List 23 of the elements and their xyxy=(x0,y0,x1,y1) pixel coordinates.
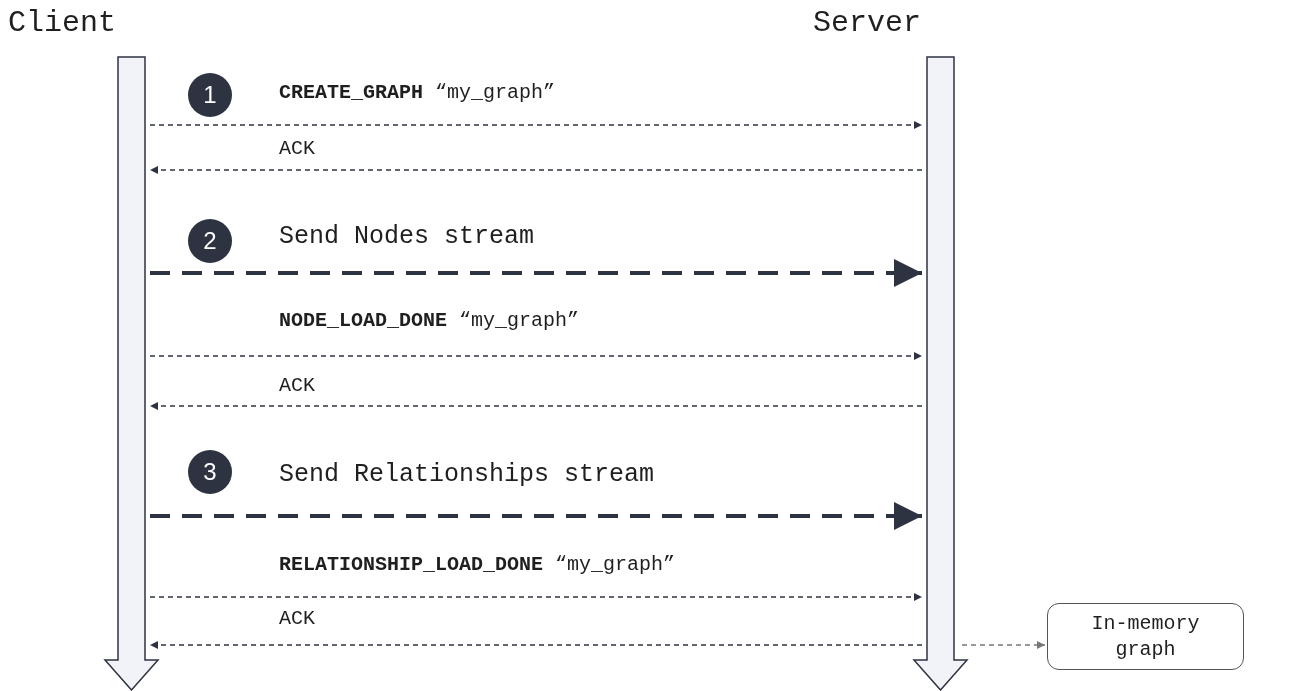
arrow xyxy=(150,502,922,530)
step-number-badge: 3 xyxy=(188,450,232,494)
arrow xyxy=(149,166,923,174)
arrow xyxy=(149,641,923,649)
edge-label: Send Relationships stream xyxy=(279,460,655,490)
edge-label: RELATIONSHIP_LOAD_DONE “my_graph” xyxy=(279,552,676,578)
edge-label: NODE_LOAD_DONE “my_graph” xyxy=(279,308,580,334)
arrow xyxy=(149,352,923,360)
edge-label: ACK xyxy=(279,136,315,162)
arrow xyxy=(149,402,923,410)
arrow xyxy=(961,641,1046,649)
lifeline-title: Server xyxy=(813,5,922,42)
lifeline-title: Client xyxy=(8,5,117,42)
arrow xyxy=(150,259,922,287)
edge-label: ACK xyxy=(279,373,315,399)
edge-label: ACK xyxy=(279,606,315,632)
arrow xyxy=(149,121,923,129)
edge-label: Send Nodes stream xyxy=(279,222,535,252)
step-number-badge: 1 xyxy=(188,73,232,117)
process-box: In-memory graph xyxy=(1047,603,1244,670)
step-number-badge: 2 xyxy=(188,219,232,263)
edge-label: CREATE_GRAPH “my_graph” xyxy=(279,80,556,106)
arrow xyxy=(149,593,923,601)
